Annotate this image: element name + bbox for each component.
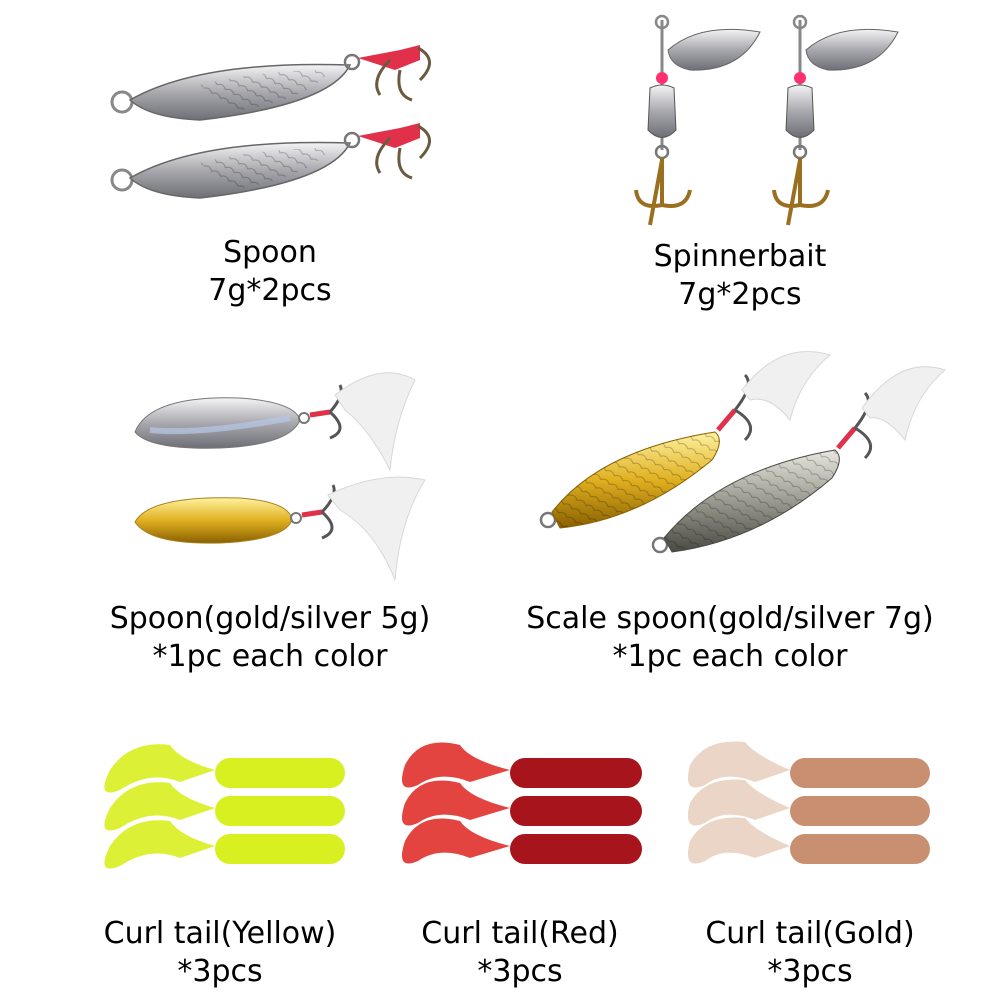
caption-curl-tail-gold-name: Curl tail(Gold) — [705, 916, 915, 951]
caption-spoon-name: Spoon — [223, 235, 317, 270]
caption-curl-tail-red-detail: *3pcs — [477, 954, 563, 989]
caption-scale-spoon-detail: *1pc each color — [612, 639, 848, 674]
curl-tail-gold-set — [687, 741, 930, 864]
caption-curl-tail-gold-detail: *3pcs — [767, 954, 853, 989]
caption-spinnerbait-name: Spinnerbait — [653, 239, 827, 274]
spoon-lure-pair — [110, 45, 431, 199]
caption-spoon: Spoon 7g*2pcs — [160, 234, 380, 310]
caption-spinnerbait: Spinnerbait 7g*2pcs — [620, 238, 860, 314]
caption-spinnerbait-detail: 7g*2pcs — [678, 277, 802, 312]
caption-spoon-gold-silver-5g-name: Spoon(gold/silver 5g) — [109, 601, 431, 636]
caption-curl-tail-red-name: Curl tail(Red) — [421, 916, 619, 951]
caption-curl-tail-red: Curl tail(Red) *3pcs — [405, 915, 635, 991]
spinnerbait-lure-pair — [634, 14, 899, 226]
caption-curl-tail-yellow-detail: *3pcs — [177, 954, 263, 989]
caption-spoon-gold-silver-5g: Spoon(gold/silver 5g) *1pc each color — [80, 600, 460, 676]
caption-curl-tail-yellow-name: Curl tail(Yellow) — [103, 916, 337, 951]
caption-spoon-gold-silver-5g-detail: *1pc each color — [152, 639, 388, 674]
curl-tail-red-set — [401, 742, 642, 864]
caption-spoon-detail: 7g*2pcs — [208, 273, 332, 308]
caption-scale-spoon-name: Scale spoon(gold/silver 7g) — [526, 601, 934, 636]
caption-curl-tail-yellow: Curl tail(Yellow) *3pcs — [85, 915, 355, 991]
spoon-5g-gold-silver-pair — [134, 372, 426, 581]
caption-scale-spoon: Scale spoon(gold/silver 7g) *1pc each co… — [505, 600, 955, 676]
curl-tail-yellow-set — [104, 744, 345, 869]
scale-spoon-7g-gold-silver-pair — [539, 351, 947, 554]
caption-curl-tail-gold: Curl tail(Gold) *3pcs — [690, 915, 930, 991]
